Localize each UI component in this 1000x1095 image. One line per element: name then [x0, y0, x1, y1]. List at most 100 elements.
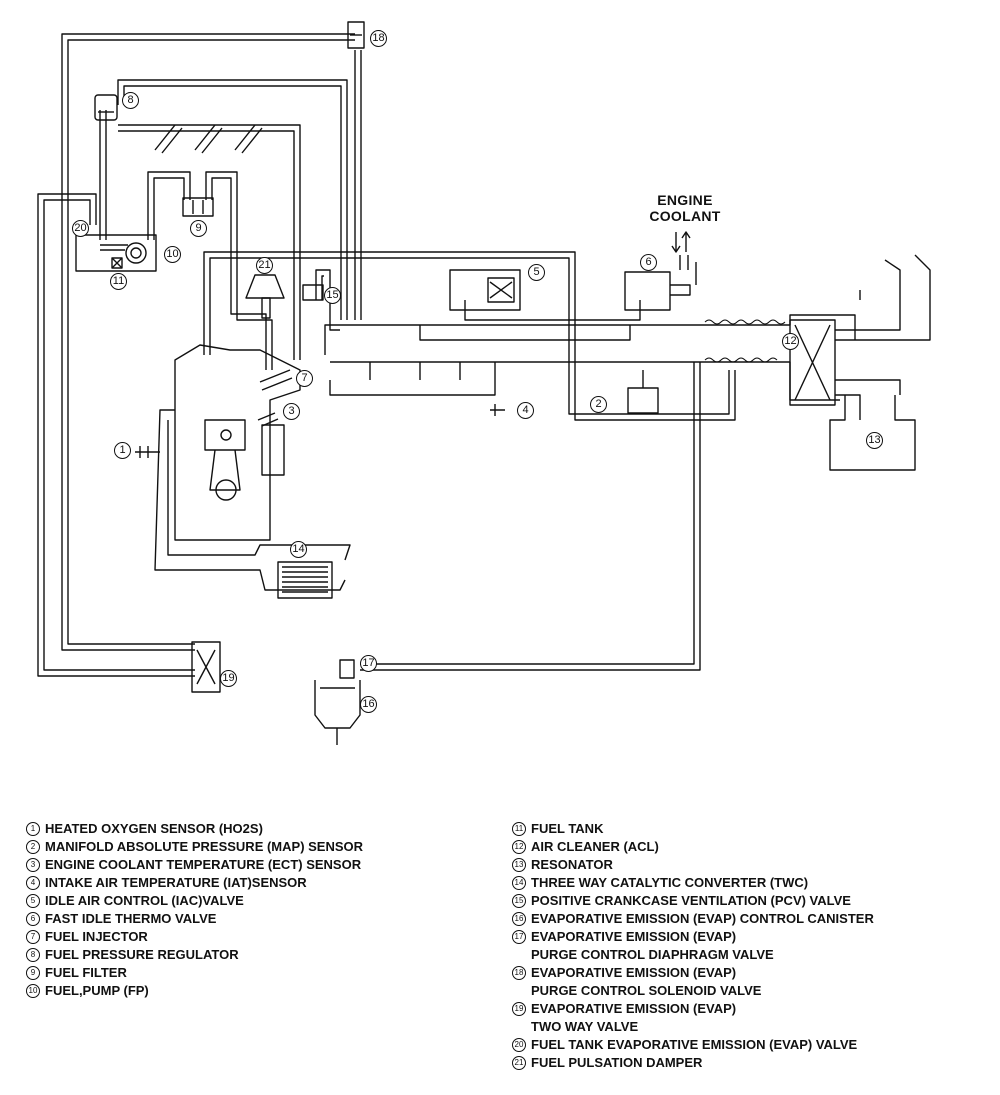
exhaust-pipe — [154, 409, 351, 591]
legend-left: 1 HEATED OXYGEN SENSOR (HO2S) 2 MANIFOLD A… — [26, 820, 363, 1000]
legend-text-block: EVAPORATIVE EMISSION (EVAP)PURGE CONTROL… — [531, 928, 774, 964]
callout-2: 2 — [590, 396, 607, 413]
callout-9: 9 — [190, 220, 207, 237]
legend-text: POSITIVE CRANKCASE VENTILATION (PCV) VAL… — [531, 893, 851, 908]
legend-item-20: 20 FUEL TANK EVAPORATIVE EMISSION (EVAP) … — [512, 1036, 874, 1054]
legend-item-18: 18 EVAPORATIVE EMISSION (EVAP) PURGE CONTR… — [512, 964, 874, 1000]
legend-item-16: 16 EVAPORATIVE EMISSION (EVAP) CONTROL CA… — [512, 910, 874, 928]
legend-item-6: 6 FAST IDLE THERMO VALVE — [26, 910, 363, 928]
legend-item-19: 19 EVAPORATIVE EMISSION (EVAP) TWO WAY VAL… — [512, 1000, 874, 1036]
legend-text: FUEL PULSATION DAMPER — [531, 1055, 703, 1070]
callout-7: 7 — [296, 370, 313, 387]
emission-system-diagram — [37, 21, 931, 745]
intake-duct — [324, 300, 856, 401]
resonator — [829, 290, 916, 471]
legend-text: FUEL TANK EVAPORATIVE EMISSION (EVAP) VA… — [531, 1037, 858, 1052]
legend-item-11: 11 FUEL TANK — [512, 820, 874, 838]
legend-num: 20 — [512, 1038, 526, 1052]
legend-text: EVAPORATIVE EMISSION (EVAP) CONTROL CANI… — [531, 911, 874, 926]
legend-text: MANIFOLD ABSOLUTE PRESSURE (MAP) SENSOR — [45, 839, 364, 854]
catalytic-converter — [277, 561, 333, 599]
legend-text: EVAPORATIVE EMISSION (EVAP) — [531, 965, 737, 980]
two-way-valve — [191, 641, 221, 693]
legend-num: 16 — [512, 912, 526, 926]
legend-text: FAST IDLE THERMO VALVE — [45, 911, 217, 926]
air-cleaner — [789, 254, 931, 420]
fuel-injectors — [154, 124, 263, 154]
legend-num: 12 — [512, 840, 526, 854]
legend-num: 11 — [512, 822, 526, 836]
legend-num: 6 — [26, 912, 40, 926]
callout-10: 10 — [164, 246, 181, 263]
purge-solenoid — [347, 21, 365, 49]
legend-num: 18 — [512, 966, 526, 980]
legend-text: FUEL PRESSURE REGULATOR — [45, 947, 239, 962]
corrugated-hose — [704, 319, 786, 363]
legend-text-2: TWO WAY VALVE — [531, 1019, 639, 1034]
canister-purge-line — [360, 362, 701, 671]
iac-valve — [449, 269, 521, 311]
legend-item-1: 1 HEATED OXYGEN SENSOR (HO2S) — [26, 820, 363, 838]
fuel-filter-loop — [147, 171, 273, 370]
engine-coolant-line1: ENGINE — [657, 192, 713, 208]
legend-num: 3 — [26, 858, 40, 872]
evap-tank-line — [37, 193, 195, 677]
legend-item-21: 21 FUEL PULSATION DAMPER — [512, 1054, 874, 1072]
engine-coolant-line2: COOLANT — [649, 208, 721, 224]
legend-num: 8 — [26, 948, 40, 962]
legend-text: HEATED OXYGEN SENSOR (HO2S) — [45, 821, 263, 836]
legend-item-12: 12 AIR CLEANER (ACL) — [512, 838, 874, 856]
fast-idle-thermo-valve — [624, 255, 697, 311]
legend-text: FUEL INJECTOR — [45, 929, 148, 944]
legend-text: FUEL,PUMP (FP) — [45, 983, 149, 998]
legend-item-17: 17 EVAPORATIVE EMISSION (EVAP)PURGE CONTR… — [512, 928, 874, 964]
callout-14: 14 — [290, 541, 307, 558]
coolant-arrows — [671, 231, 691, 253]
legend-item-8: 8 FUEL PRESSURE REGULATOR — [26, 946, 363, 964]
callout-20: 20 — [72, 220, 89, 237]
callout-6: 6 — [640, 254, 657, 271]
fuel-return-line — [117, 79, 348, 320]
callout-11: 11 — [110, 273, 127, 290]
engine-block — [174, 344, 301, 541]
legend-num: 17 — [512, 930, 526, 944]
legend-num: 15 — [512, 894, 526, 908]
iat-line — [329, 362, 496, 396]
legend-num: 9 — [26, 966, 40, 980]
pressure-regulator — [94, 94, 118, 121]
legend-text-2: PURGE CONTROL DIAPHRAGM VALVE — [531, 947, 774, 962]
legend-num: 14 — [512, 876, 526, 890]
legend-text: IDLE AIR CONTROL (IAC)VALVE — [45, 893, 244, 908]
fuel-rail — [99, 110, 301, 360]
legend-item-5: 5 IDLE AIR CONTROL (IAC)VALVE — [26, 892, 363, 910]
legend-num: 4 — [26, 876, 40, 890]
legend-num: 21 — [512, 1056, 526, 1070]
map-sensor — [627, 370, 659, 414]
legend-text: RESONATOR — [531, 857, 613, 872]
legend-num: 1 — [26, 822, 40, 836]
legend-item-4: 4 INTAKE AIR TEMPERATURE (IAT)SENSOR — [26, 874, 363, 892]
legend-num: 5 — [26, 894, 40, 908]
callout-8: 8 — [122, 92, 139, 109]
callout-3: 3 — [283, 403, 300, 420]
intake-vacuum-line — [203, 251, 736, 421]
callout-21: 21 — [256, 257, 273, 274]
legend-text-block: EVAPORATIVE EMISSION (EVAP) TWO WAY VALVE — [531, 1000, 736, 1036]
pcv-hose — [315, 269, 340, 331]
legend-num: 2 — [26, 840, 40, 854]
legend-text-2: PURGE CONTROL SOLENOID VALVE — [531, 983, 762, 998]
legend-num: 19 — [512, 1002, 526, 1016]
legend-text: AIR CLEANER (ACL) — [531, 839, 659, 854]
legend-text: FUEL FILTER — [45, 965, 127, 980]
legend-text: FUEL TANK — [531, 821, 604, 836]
pulsation-damper — [245, 274, 285, 319]
callout-18: 18 — [370, 30, 387, 47]
legend-text: EVAPORATIVE EMISSION (EVAP) — [531, 1001, 737, 1016]
legend-text: INTAKE AIR TEMPERATURE (IAT)SENSOR — [45, 875, 307, 890]
fuel-tank — [75, 234, 157, 272]
